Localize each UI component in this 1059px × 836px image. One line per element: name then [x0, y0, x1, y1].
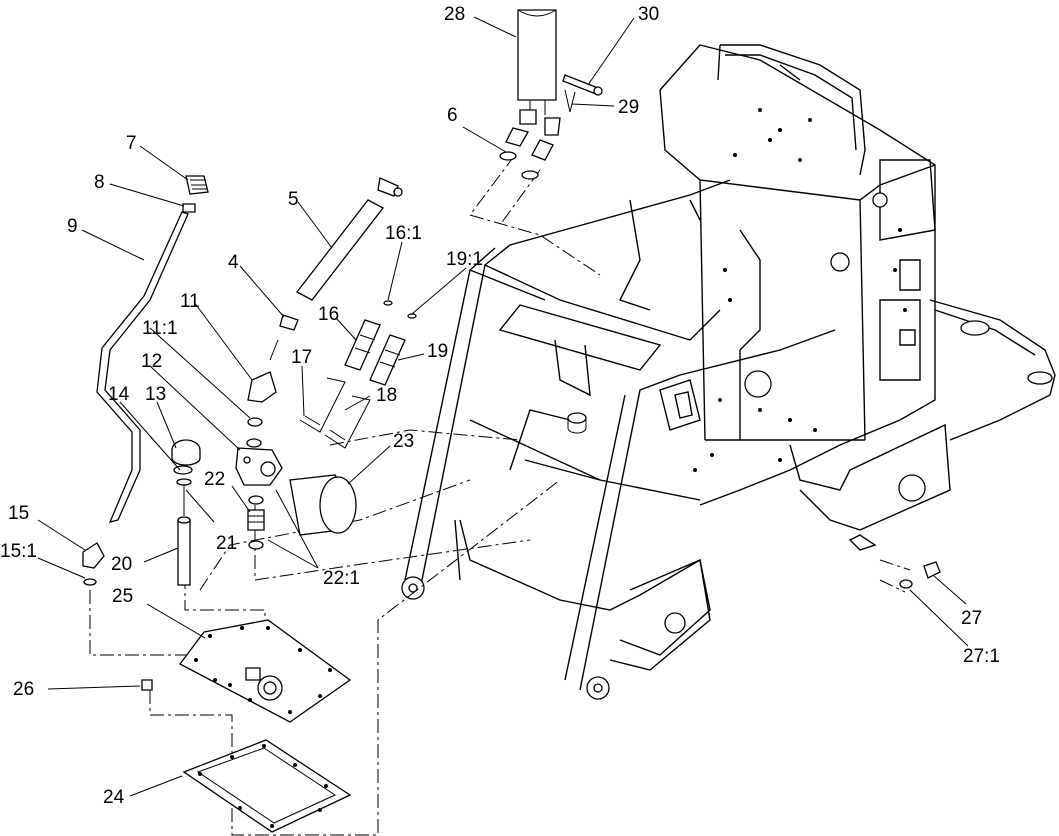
part-25-cover-plate [179, 619, 352, 723]
callout-11: 11 [180, 291, 200, 312]
assembly-lines [89, 154, 911, 836]
part-7-cap [185, 175, 209, 195]
part-17-bracket [299, 377, 346, 433]
leader-lines [37, 16, 969, 797]
callout-22: 22 [204, 469, 225, 490]
part-18-bracket [324, 395, 371, 449]
callout-4: 4 [228, 252, 239, 273]
callout-15-1: 15:1 [0, 541, 37, 562]
callout-24: 24 [103, 787, 125, 808]
callout-20: 20 [111, 554, 132, 575]
callout-11-1: 11:1 [142, 318, 178, 339]
callout-6: 6 [447, 105, 458, 126]
callout-19: 19 [427, 341, 448, 362]
part-15-elbow [82, 542, 105, 586]
callout-17: 17 [291, 347, 312, 368]
part-8-clip [182, 203, 196, 213]
callout-16-1: 16:1 [385, 223, 422, 244]
part-13-cap [171, 439, 201, 466]
callout-13: 13 [145, 384, 166, 405]
callout-27-1: 27:1 [963, 646, 1000, 667]
part-23-filter [289, 474, 357, 536]
callout-7: 7 [126, 133, 137, 154]
part-24-gasket [182, 739, 352, 833]
callout-18: 18 [376, 385, 397, 406]
machine-frame [401, 44, 1056, 700]
part-16-coupler [344, 300, 393, 371]
callout-22-1: 22:1 [323, 568, 360, 589]
callout-30: 30 [638, 4, 659, 25]
part-30-pin [562, 74, 603, 96]
part-26-bolt [141, 679, 153, 691]
callout-15: 15 [8, 503, 29, 524]
part-11-elbow [247, 371, 277, 427]
part-6-fittings [499, 109, 561, 180]
part-27-plug [899, 561, 941, 589]
callout-19-1: 19:1 [446, 249, 483, 270]
part-29-clip [564, 89, 576, 113]
part-19-coupler [369, 313, 417, 386]
callout-26: 26 [13, 679, 34, 700]
part-4-fitting [269, 314, 299, 361]
callout-16: 16 [318, 304, 339, 325]
callout-23: 23 [393, 431, 414, 452]
part-14-oring [173, 465, 193, 486]
callout-27: 27 [961, 608, 982, 629]
part-5-cylinder [296, 177, 403, 301]
callout-12: 12 [141, 351, 162, 372]
callout-5: 5 [288, 189, 299, 210]
callout-labels: 28 30 29 6 7 8 9 5 4 16:1 19:1 11 16 11:… [0, 4, 1000, 808]
part-22-fitting [247, 495, 265, 550]
callout-25: 25 [112, 586, 133, 607]
part-12-manifold [235, 438, 283, 486]
part-9-tube [96, 211, 189, 523]
callout-29: 29 [618, 97, 639, 118]
callout-8: 8 [94, 172, 105, 193]
callout-21: 21 [216, 533, 237, 554]
part-20-screen [177, 516, 191, 586]
part-28-tube [517, 9, 557, 115]
callout-9: 9 [67, 216, 78, 237]
callout-28: 28 [444, 4, 465, 25]
callout-14: 14 [108, 384, 130, 405]
